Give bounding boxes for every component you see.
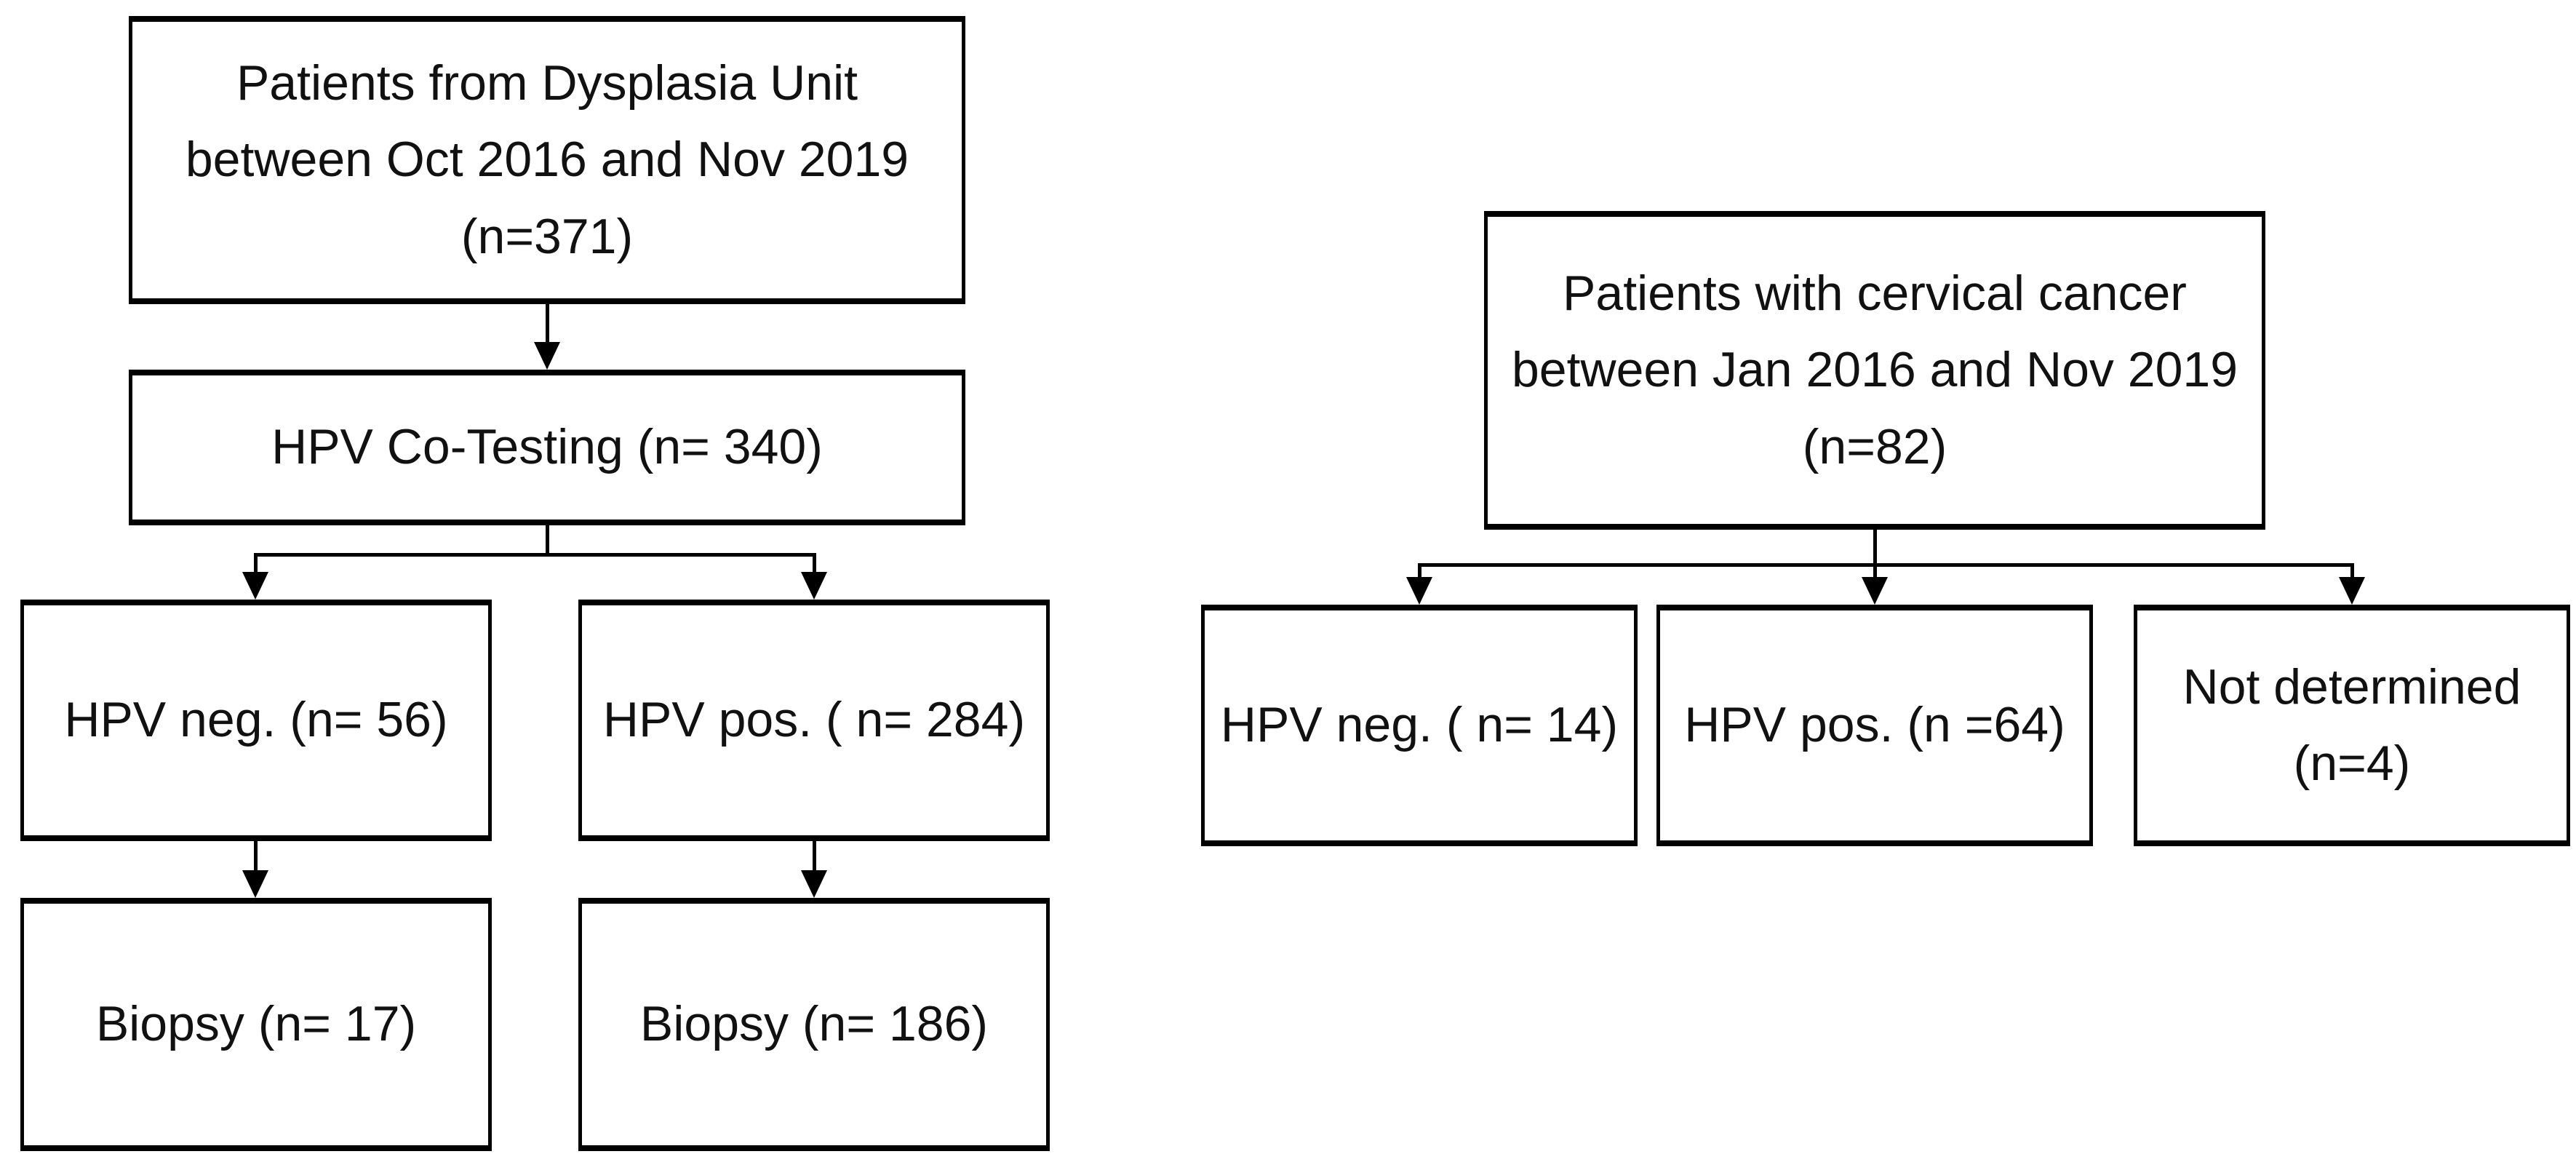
arrowhead-down-icon bbox=[242, 572, 268, 600]
arrowhead-down-icon bbox=[801, 870, 827, 898]
connector-stem-cervical bbox=[1873, 530, 1877, 566]
box-hpv-cotesting: HPV Co-Testing (n= 340) bbox=[129, 370, 965, 525]
connector-stem-cotesting bbox=[546, 525, 549, 556]
arrowhead-down-icon bbox=[801, 572, 827, 600]
box-biopsy-after-positive: Biopsy (n= 186) bbox=[578, 898, 1050, 1151]
arrow-line-neg-to-biopsy bbox=[254, 841, 258, 873]
box-hpv-negative-left: HPV neg. (n= 56) bbox=[20, 600, 492, 841]
arrow-line-pos-to-biopsy bbox=[813, 841, 816, 873]
connector-bar-cervical-children bbox=[1418, 563, 2354, 567]
box-biopsy-after-negative: Biopsy (n= 17) bbox=[20, 898, 492, 1151]
connector-drop-hpv-pos bbox=[813, 553, 816, 575]
box-hpv-negative-right: HPV neg. ( n= 14) bbox=[1201, 605, 1638, 846]
connector-bar-cotesting-children bbox=[254, 553, 816, 557]
arrow-line-root-to-cotesting bbox=[546, 304, 549, 345]
box-hpv-positive-right: HPV pos. (n =64) bbox=[1656, 605, 2093, 846]
arrowhead-down-icon bbox=[1406, 577, 1432, 605]
box-cervical-cancer-patients: Patients with cervical cancer between Ja… bbox=[1484, 211, 2265, 530]
connector-drop-r-hpv-neg bbox=[1418, 563, 1421, 582]
box-hpv-not-determined: Not determined (n=4) bbox=[2134, 605, 2570, 846]
box-hpv-positive-left: HPV pos. ( n= 284) bbox=[578, 600, 1050, 841]
connector-drop-r-hpv-pos bbox=[1873, 563, 1877, 582]
connector-drop-hpv-neg bbox=[254, 553, 258, 575]
arrowhead-down-icon bbox=[242, 870, 268, 898]
arrowhead-down-icon bbox=[1862, 577, 1888, 605]
arrowhead-down-icon bbox=[534, 342, 560, 370]
connector-drop-not-determined bbox=[2350, 563, 2354, 582]
arrowhead-down-icon bbox=[2339, 577, 2365, 605]
box-dysplasia-unit-patients: Patients from Dysplasia Unit between Oct… bbox=[129, 16, 965, 304]
